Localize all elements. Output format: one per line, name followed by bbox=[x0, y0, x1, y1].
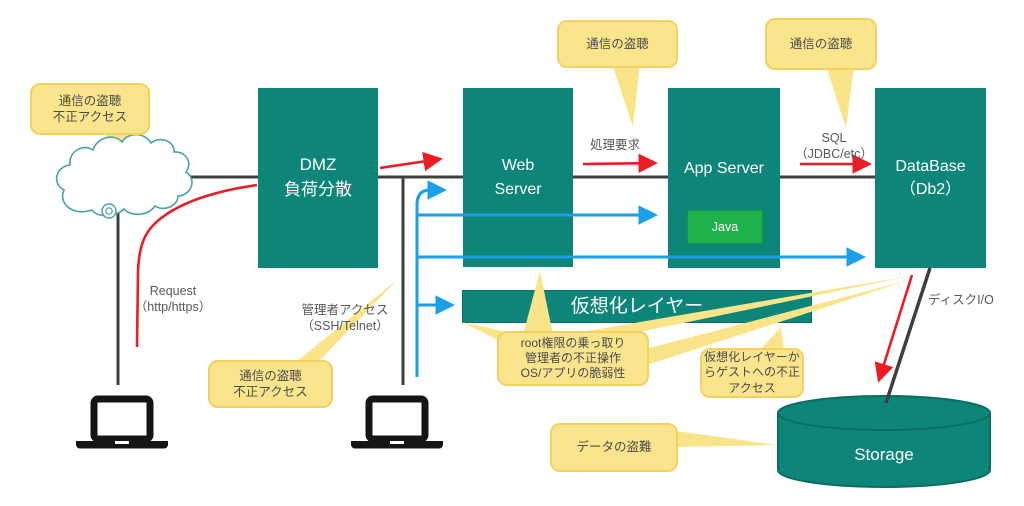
label-disk-io: ディスクI/O bbox=[928, 293, 1020, 309]
storage-cylinder bbox=[777, 395, 991, 488]
callout-admin-threat: 通信の盗聴 不正アクセス bbox=[208, 360, 333, 408]
node-web-server: Web Server bbox=[463, 88, 573, 267]
vlayer-threat-tail bbox=[760, 327, 784, 350]
node-label: Server bbox=[494, 180, 542, 198]
label-line: 管理者アクセス bbox=[301, 303, 389, 317]
java-label: Java bbox=[711, 220, 739, 234]
admin-to-web-arrow bbox=[415, 180, 447, 206]
request-red-path bbox=[135, 183, 258, 348]
web-app-threat-tail bbox=[612, 64, 640, 127]
node-label: Web bbox=[501, 157, 535, 175]
node-label: 仮想化レイヤー bbox=[570, 295, 704, 317]
cloud-spiral bbox=[101, 203, 117, 219]
db-to-storage-arrow bbox=[874, 274, 914, 383]
internet-cloud-icon bbox=[55, 133, 193, 219]
callout-line: 通信の盗聴 bbox=[239, 368, 302, 383]
node-label: App Server bbox=[683, 160, 765, 178]
callout-line: 管理者の不正操作 bbox=[524, 350, 621, 365]
label-process-request: 処理要求 bbox=[575, 138, 655, 154]
node-label: DataBase bbox=[895, 157, 966, 175]
web-to-app-arrow bbox=[582, 153, 658, 173]
dmz-to-web-arrow bbox=[379, 151, 443, 172]
data-theft-tail bbox=[676, 431, 777, 447]
app-db-threat-tail bbox=[826, 66, 854, 128]
callout-line: 通信の盗聴 bbox=[789, 36, 853, 51]
label-sql-jdbc: SQL （JDBC/etc） bbox=[789, 131, 879, 162]
callout-line: 仮想化レイヤーか bbox=[704, 350, 800, 365]
node-dmz-load-balancer: DMZ 負荷分散 bbox=[258, 88, 378, 268]
java-runtime-chip: Java bbox=[687, 210, 763, 244]
callout-line: 通信の盗聴 bbox=[58, 93, 122, 108]
label-line: Request bbox=[149, 284, 197, 298]
node-app-server: App Server Java bbox=[668, 88, 780, 268]
node-label: （Db2） bbox=[899, 181, 962, 198]
node-label: DMZ bbox=[299, 155, 337, 175]
callout-line: データの盗難 bbox=[576, 440, 652, 455]
laptop-icon-user bbox=[76, 395, 168, 449]
storage-label: Storage bbox=[854, 445, 914, 464]
label-line: （JDBC/etc） bbox=[795, 146, 873, 161]
node-virtualization-layer: 仮想化レイヤー bbox=[462, 290, 812, 323]
label-line: 処理要求 bbox=[589, 138, 640, 152]
callout-line: root権限の乗っ取り bbox=[520, 335, 626, 350]
callout-line: 通信の盗聴 bbox=[586, 36, 649, 51]
callout-line: 不正アクセス bbox=[52, 110, 128, 124]
callout-web-app-eavesdrop: 通信の盗聴 bbox=[557, 20, 678, 68]
callout-line: OS/アプリの脆弱性 bbox=[520, 366, 626, 381]
callout-line: らゲストへの不正 bbox=[703, 365, 800, 380]
label-request-http: Request （http/https） bbox=[130, 284, 216, 315]
label-line: （http/https） bbox=[134, 299, 212, 314]
callout-server-threat: root権限の乗っ取り 管理者の不正操作 OS/アプリの脆弱性 bbox=[497, 331, 649, 386]
node-label: 負荷分散 bbox=[284, 180, 352, 199]
label-line: SQL bbox=[821, 131, 847, 145]
disk-io-line bbox=[884, 267, 932, 404]
laptop-icon-admin bbox=[351, 395, 443, 449]
label-admin-access: 管理者アクセス （SSH/Telnet） bbox=[291, 303, 399, 334]
label-line: ディスクI/O bbox=[928, 293, 994, 307]
callout-app-db-eavesdrop: 通信の盗聴 bbox=[765, 18, 877, 70]
callout-internet-threat: 通信の盗聴 不正アクセス bbox=[30, 83, 150, 135]
node-database-db2: DataBase （Db2） bbox=[875, 88, 986, 268]
callout-line: アクセス bbox=[728, 380, 776, 395]
internet-threat-tail bbox=[100, 131, 181, 199]
callout-data-theft: データの盗難 bbox=[550, 423, 678, 472]
callout-vlayer-guest-threat: 仮想化レイヤーか らゲストへの不正 アクセス bbox=[700, 348, 804, 398]
label-line: （SSH/Telnet） bbox=[301, 318, 389, 333]
callout-line: 不正アクセス bbox=[233, 385, 308, 399]
